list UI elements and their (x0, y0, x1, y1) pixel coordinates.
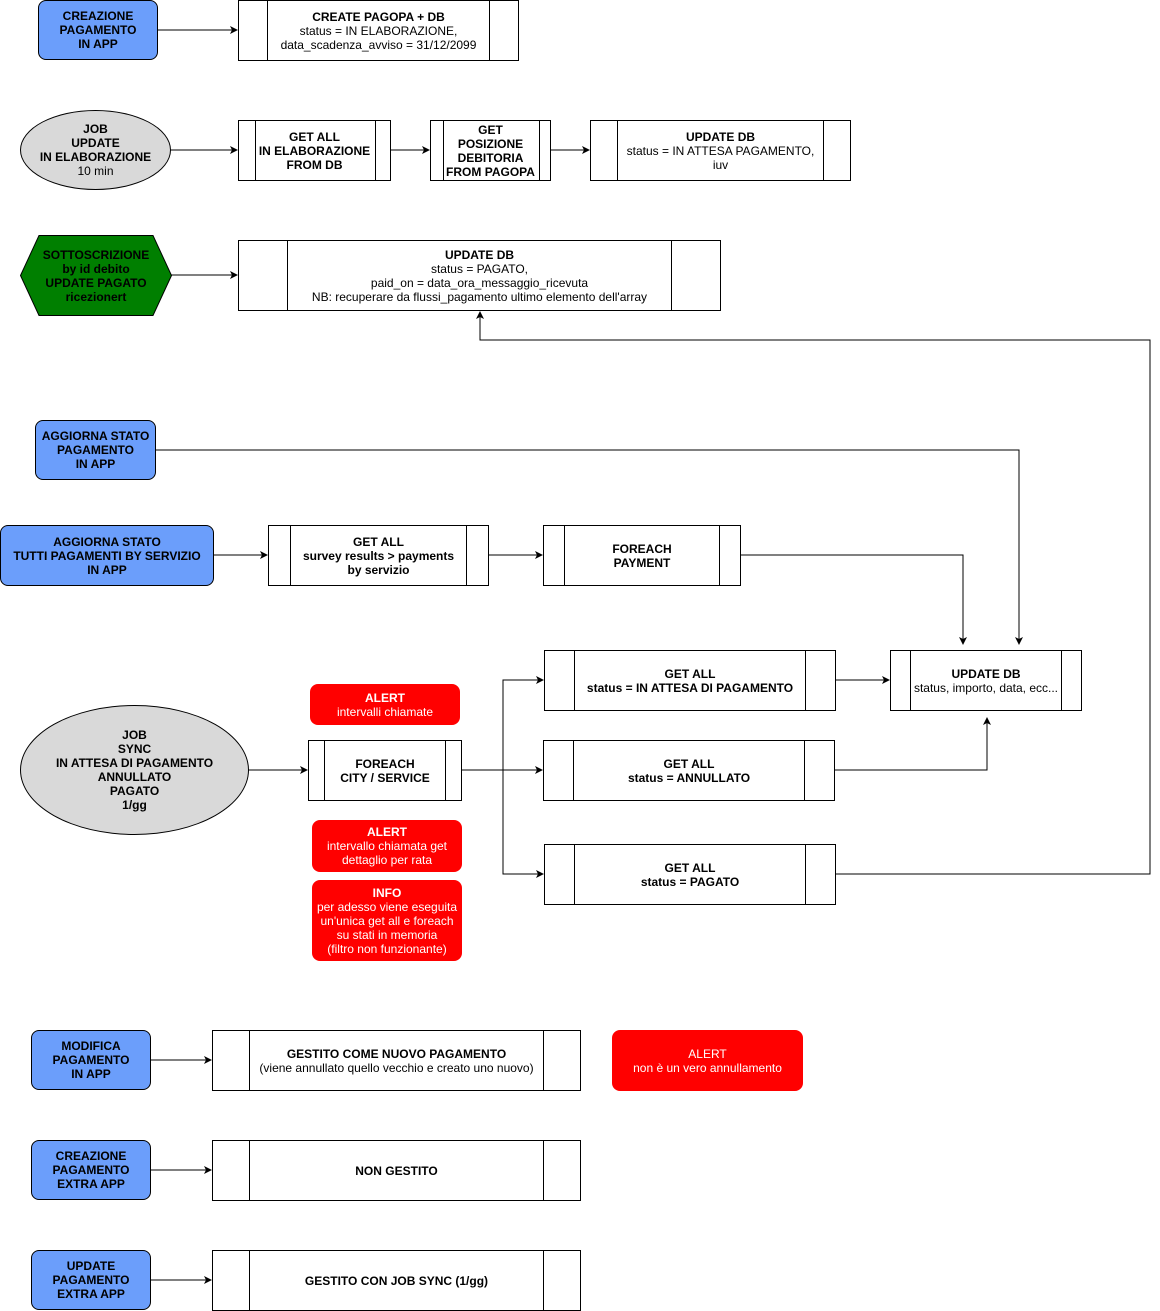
get-all-in-elaborazione-node: GET ALL IN ELABORAZIONE FROM DB (238, 120, 391, 181)
aggiorna-stato-tutti-pagamenti-node: AGGIORNA STATO TUTTI PAGAMENTI BY SERVIZ… (0, 525, 214, 586)
get-all-pagato-node: GET ALL status = PAGATO (544, 844, 836, 905)
get-all-annullato-node: GET ALL status = ANNULLATO (543, 740, 835, 801)
arrow-foreach-payment-to-update-db (740, 554, 967, 645)
alert-intervalli-chiamate-node: ALERT intervalli chiamate (310, 684, 460, 725)
gestito-job-sync-node: GESTITO CON JOB SYNC (1/gg) (212, 1250, 581, 1311)
info-memoria-node: INFO per adesso viene eseguita un'unica … (312, 880, 462, 961)
sottoscrizione-hexagon-node: SOTTOSCRIZIONE by id debito UPDATE PAGAT… (20, 235, 172, 316)
creazione-pagamento-in-app-node: CREAZIONE PAGAMENTO IN APP (38, 0, 158, 60)
arrow-foreach-to-attesa (502, 676, 544, 770)
update-db-pagato-node: UPDATE DB status = PAGATO, paid_on = dat… (238, 240, 721, 311)
non-gestito-node: NON GESTITO (212, 1140, 581, 1201)
job-sync-node: JOB SYNC IN ATTESA DI PAGAMENTO ANNULLAT… (20, 705, 249, 835)
get-posizione-debitoria-node: GET POSIZIONE DEBITORIA FROM PAGOPA (430, 120, 551, 181)
alert-dettaglio-rata-node: ALERT intervallo chiamata get dettaglio … (312, 820, 462, 872)
gestito-nuovo-pagamento-node: GESTITO COME NUOVO PAGAMENTO (viene annu… (212, 1030, 581, 1091)
foreach-payment-node: FOREACH PAYMENT (543, 525, 741, 586)
modifica-pagamento-node: MODIFICA PAGAMENTO IN APP (31, 1030, 151, 1090)
job-update-in-elaborazione-node: JOB UPDATE IN ELABORAZIONE 10 min (20, 110, 171, 190)
hexagon-shape (20, 235, 172, 316)
update-db-in-attesa-node: UPDATE DB status = IN ATTESA PAGAMENTO, … (590, 120, 851, 181)
aggiorna-stato-pagamento-node: AGGIORNA STATO PAGAMENTO IN APP (35, 420, 156, 480)
alert-annullamento-node: ALERT non è un vero annullamento (612, 1030, 803, 1091)
arrow-foreach-to-pagato (502, 770, 544, 878)
get-all-survey-results-node: GET ALL survey results > payments by ser… (268, 525, 489, 586)
create-pagopa-db-node: CREATE PAGOPA + DB status = IN ELABORAZI… (238, 0, 519, 61)
get-all-in-attesa-node: GET ALL status = IN ATTESA DI PAGAMENTO (544, 650, 836, 711)
arrow-annullato-to-update-db (834, 717, 991, 771)
update-pagamento-extra-app-node: UPDATE PAGAMENTO EXTRA APP (31, 1250, 151, 1310)
foreach-city-service-node: FOREACH CITY / SERVICE (308, 740, 462, 801)
creazione-pagamento-extra-app-node: CREAZIONE PAGAMENTO EXTRA APP (31, 1140, 151, 1200)
update-db-generic-node: UPDATE DB status, importo, data, ecc... (890, 650, 1082, 711)
